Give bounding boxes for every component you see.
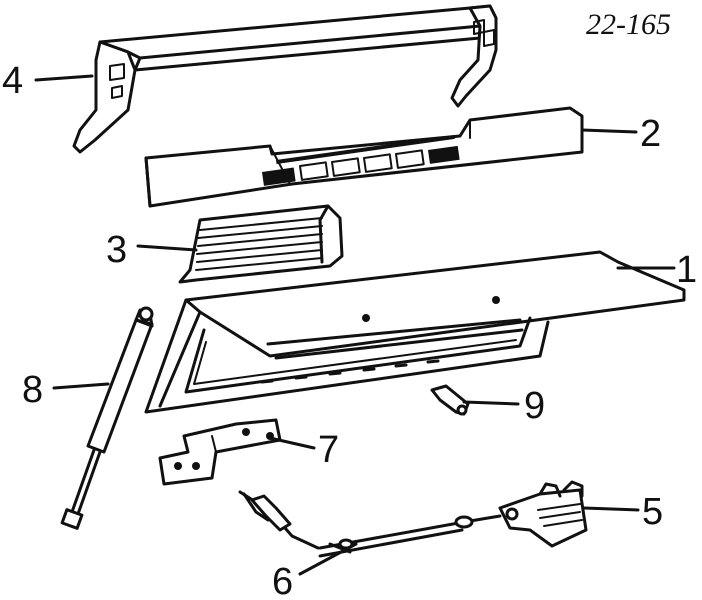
tailgate-holes (260, 359, 440, 384)
leader-lines (34, 74, 676, 576)
part-6-cable-rods (238, 490, 502, 558)
part-9-clip (430, 384, 470, 416)
part-2-trim-panel (144, 106, 584, 208)
callout-7: 7 (318, 429, 339, 471)
part-5-latch (498, 480, 588, 548)
callout-9: 9 (524, 385, 545, 427)
part-3-grille-block (178, 204, 344, 284)
callout-5: 5 (642, 491, 663, 533)
leader-8 (52, 382, 110, 390)
callout-6: 6 (272, 561, 293, 600)
leader-3 (136, 244, 198, 252)
part-7-hinge (158, 418, 282, 486)
part-1-tailgate-panel (144, 250, 686, 414)
leader-5 (582, 506, 640, 512)
callout-labels: 4 2 3 1 8 9 7 5 6 (2, 60, 697, 600)
leader-7 (268, 436, 316, 450)
leader-4 (34, 74, 94, 82)
callout-4: 4 (2, 60, 23, 102)
part-4-bracket-frame (72, 4, 498, 154)
trim-panel-slots (262, 134, 460, 186)
callout-1: 1 (676, 249, 697, 291)
callout-3: 3 (106, 229, 127, 271)
part-8-gas-strut (60, 306, 154, 530)
callout-8: 8 (22, 369, 43, 411)
leader-2 (580, 128, 638, 134)
leader-6 (298, 542, 358, 576)
leader-9 (462, 400, 520, 406)
diagram-code: 22-165 (586, 8, 671, 41)
callout-2: 2 (640, 113, 661, 155)
